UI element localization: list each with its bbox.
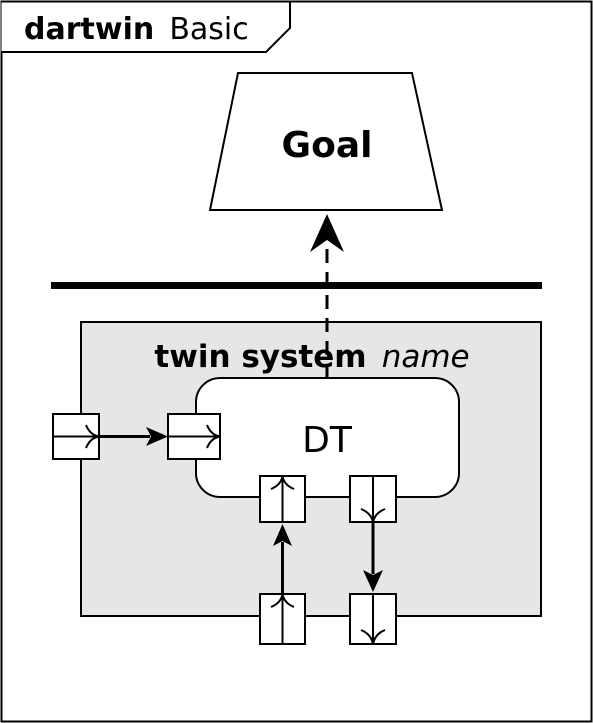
separator-bar (51, 282, 542, 289)
port-dt-bottom-up (259, 475, 306, 523)
flow-arrow-down (363, 522, 383, 592)
twin-system-keyword: twin system (154, 339, 366, 375)
goal-shape (208, 72, 444, 211)
goal-label: Goal (282, 125, 373, 166)
digital-twin-label: DT (302, 420, 353, 461)
port-system-input-left (52, 413, 100, 460)
frame-label-tab: dartwin Basic (1, 0, 291, 53)
digital-twin-block: DT (195, 377, 460, 498)
goal-block: Goal (208, 72, 444, 211)
svg-text:twin system name: twin system name (154, 339, 469, 375)
port-system-bottom-up (259, 593, 306, 645)
flow-arrow-input (99, 427, 168, 446)
dashed-arrow-dt-to-goal (310, 214, 344, 378)
port-system-bottom-down (349, 593, 397, 645)
frame-title: Basic (169, 12, 248, 47)
frame-keyword: dartwin (24, 12, 154, 47)
flow-arrow-up (273, 524, 292, 594)
port-dt-bottom-down (349, 475, 397, 523)
port-dt-input-left (167, 413, 221, 460)
svg-text:dartwin Basic: dartwin Basic (24, 12, 249, 47)
twin-system-name: name (382, 339, 470, 375)
